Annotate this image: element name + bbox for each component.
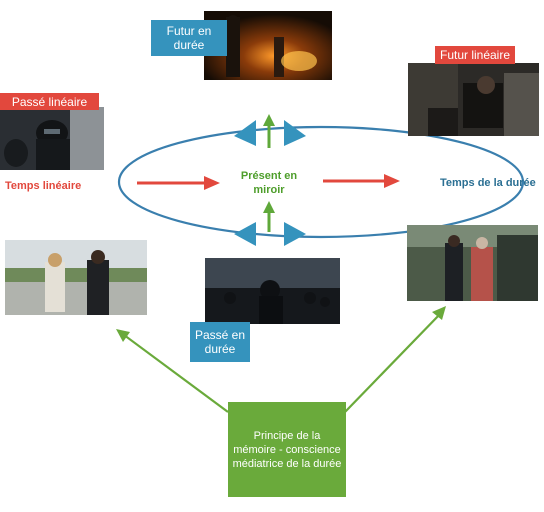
red-arrow-right-head <box>384 174 400 188</box>
memory-principle-box: Principe de la mémoire - conscience médi… <box>228 402 346 497</box>
label-past-duration: Passé en durée <box>190 322 250 362</box>
red-arrow-left-head <box>204 176 220 190</box>
room-scene-image <box>408 63 539 136</box>
image-future-linear <box>408 63 539 136</box>
green-connector-right <box>344 311 443 413</box>
green-up-arrow-top-head <box>263 114 275 126</box>
outdoor-couple-image <box>407 225 538 301</box>
walking-couple-image <box>5 240 147 315</box>
ellipse-arrow-top-right <box>284 120 306 146</box>
soldiers-scene-image <box>205 258 340 324</box>
label-future-linear: Futur linéaire <box>435 46 515 64</box>
green-up-arrow-bottom-head <box>263 201 275 213</box>
green-connector-left <box>119 331 229 413</box>
image-past-duration <box>205 258 340 324</box>
label-future-duration: Futur en durée <box>151 20 227 56</box>
duration-ellipse <box>117 125 525 239</box>
text-linear-time: Temps linéaire <box>5 180 82 192</box>
green-connector-right-head <box>432 306 446 320</box>
image-bottom-left <box>5 240 147 315</box>
label-past-linear: Passé linéaire <box>0 93 99 110</box>
ellipse-arrow-top-left <box>234 120 256 146</box>
ellipse-arrow-bottom-right <box>284 222 306 246</box>
green-connector-left-head <box>116 329 130 342</box>
soldier-scene-image <box>0 107 104 170</box>
image-past-linear <box>0 107 104 170</box>
image-bottom-right <box>407 225 538 301</box>
text-present-mirror: Présent en miroir <box>240 170 298 196</box>
ellipse-arrow-bottom-left <box>234 222 256 246</box>
text-duration-time: Temps de la durée <box>440 177 536 189</box>
